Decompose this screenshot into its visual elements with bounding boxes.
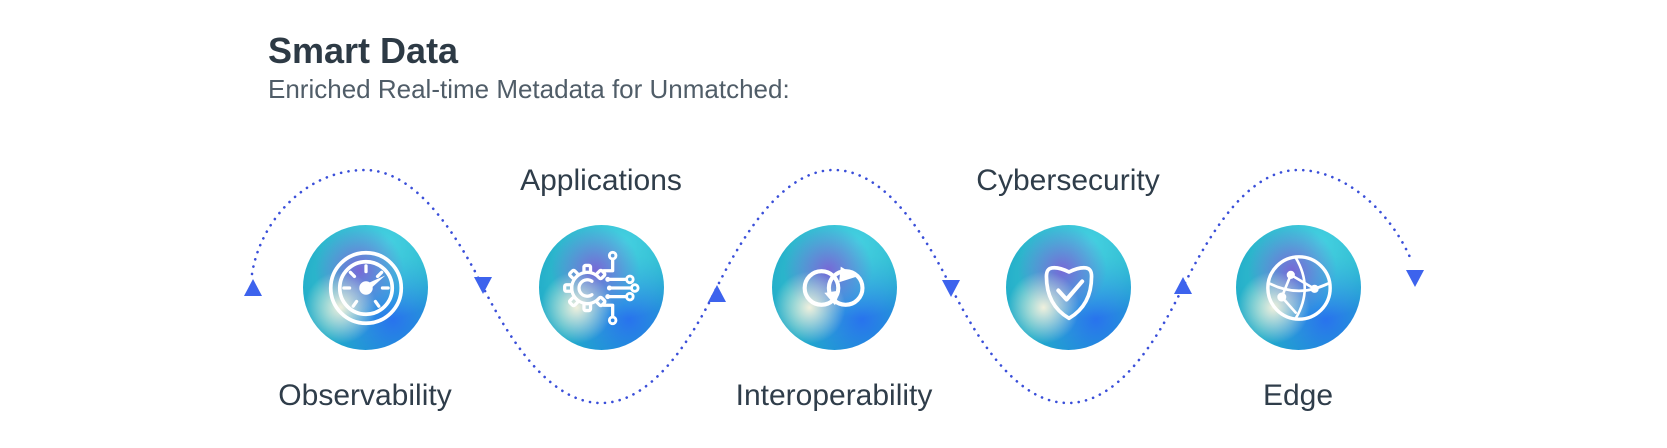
node-sphere-interoperability xyxy=(772,225,897,350)
sync-infinity-icon xyxy=(802,266,865,307)
node-label-interoperability: Interoperability xyxy=(735,379,933,412)
flow-arrow-up-1 xyxy=(244,279,262,296)
node-label-cybersecurity: Cybersecurity xyxy=(976,164,1160,197)
flow-arrow-up-2 xyxy=(708,285,726,302)
gauge-icon xyxy=(328,250,403,325)
page-title: Smart Data xyxy=(268,30,459,71)
node-sphere-observability xyxy=(303,225,428,350)
shield-check-icon xyxy=(1044,265,1093,320)
node-sphere-applications xyxy=(539,225,664,350)
flow-dotted-path xyxy=(250,168,1414,405)
page-subtitle: Enriched Real-time Metadata for Unmatche… xyxy=(268,74,790,104)
node-sphere-cybersecurity xyxy=(1006,225,1131,350)
node-label-applications: Applications xyxy=(520,164,682,197)
flow-arrow-down-2 xyxy=(942,280,960,297)
node-label-edge: Edge xyxy=(1262,379,1334,412)
node-label-observability: Observability xyxy=(278,379,452,412)
flow-arrow-down-3 xyxy=(1406,270,1424,287)
gear-circuit-icon xyxy=(562,250,640,325)
globe-network-icon xyxy=(1265,254,1332,321)
node-sphere-edge xyxy=(1236,225,1361,350)
flow-arrow-down-1 xyxy=(474,277,492,294)
flow-arrow-up-3 xyxy=(1174,277,1192,294)
